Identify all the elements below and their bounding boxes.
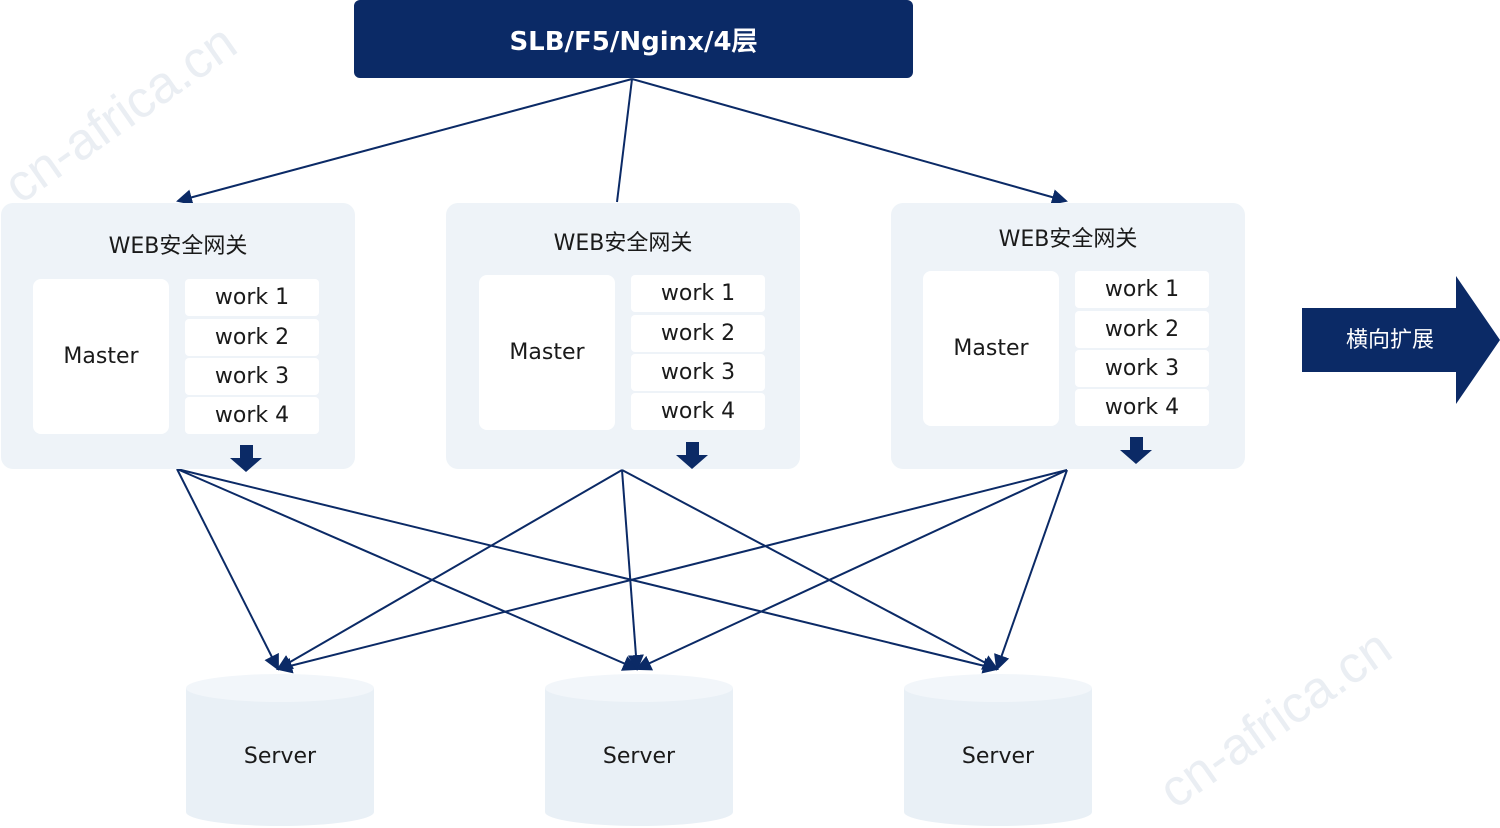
mesh-lines [176,468,1068,674]
scale-out-label: 横向扩展 [1345,328,1434,353]
watermark-bottom-right: cn-africa.cn [1149,618,1402,820]
worker-3: work 3 [1075,350,1209,387]
load-balancer-node: SLB/F5/Nginx/4层 [354,0,913,78]
server-shape-1 [186,674,374,826]
watermark-top-left: cn-africa.cn [0,13,247,215]
gateway-panel-1: WEB安全网关 Master work 1 work 2 work 3 work… [1,203,355,469]
worker-4: work 4 [1075,389,1209,426]
master-process: Master [923,271,1059,426]
worker-4: work 4 [631,393,765,430]
server-label-3: Server [961,744,1035,769]
server-label-1: Server [243,744,317,769]
server-label-2: Server [602,744,676,769]
server-shape-3 [904,674,1092,826]
scale-out-arrow [1302,276,1500,404]
master-process: Master [479,275,615,430]
edge-lb-to-gateway-2 [616,78,633,203]
server-shape-2 [545,674,733,826]
watermark-text: cn-africa.cn [0,13,247,215]
watermark-text: cn-africa.cn [1149,618,1402,820]
master-process: Master [33,279,169,434]
gateway-title: WEB安全网关 [553,231,693,256]
worker-1: work 1 [185,279,319,316]
edge-lb-to-gateway-1 [176,78,633,206]
gateway-title: WEB安全网关 [108,234,248,259]
worker-4: work 4 [185,397,319,434]
load-balancer-label: SLB/F5/Nginx/4层 [509,26,758,57]
worker-3: work 3 [631,354,765,391]
worker-3: work 3 [185,358,319,395]
worker-2: work 2 [631,315,765,352]
gateway-title: WEB安全网关 [998,227,1138,252]
edge-lb-to-gateway-3 [631,78,1068,205]
gateway-panel-3: WEB安全网关 Master work 1 work 2 work 3 work… [891,203,1245,469]
worker-2: work 2 [1075,311,1209,348]
worker-1: work 1 [1075,271,1209,308]
worker-2: work 2 [185,319,319,356]
gateway-panel-2: WEB安全网关 Master work 1 work 2 work 3 work… [446,203,800,469]
worker-1: work 1 [631,275,765,312]
